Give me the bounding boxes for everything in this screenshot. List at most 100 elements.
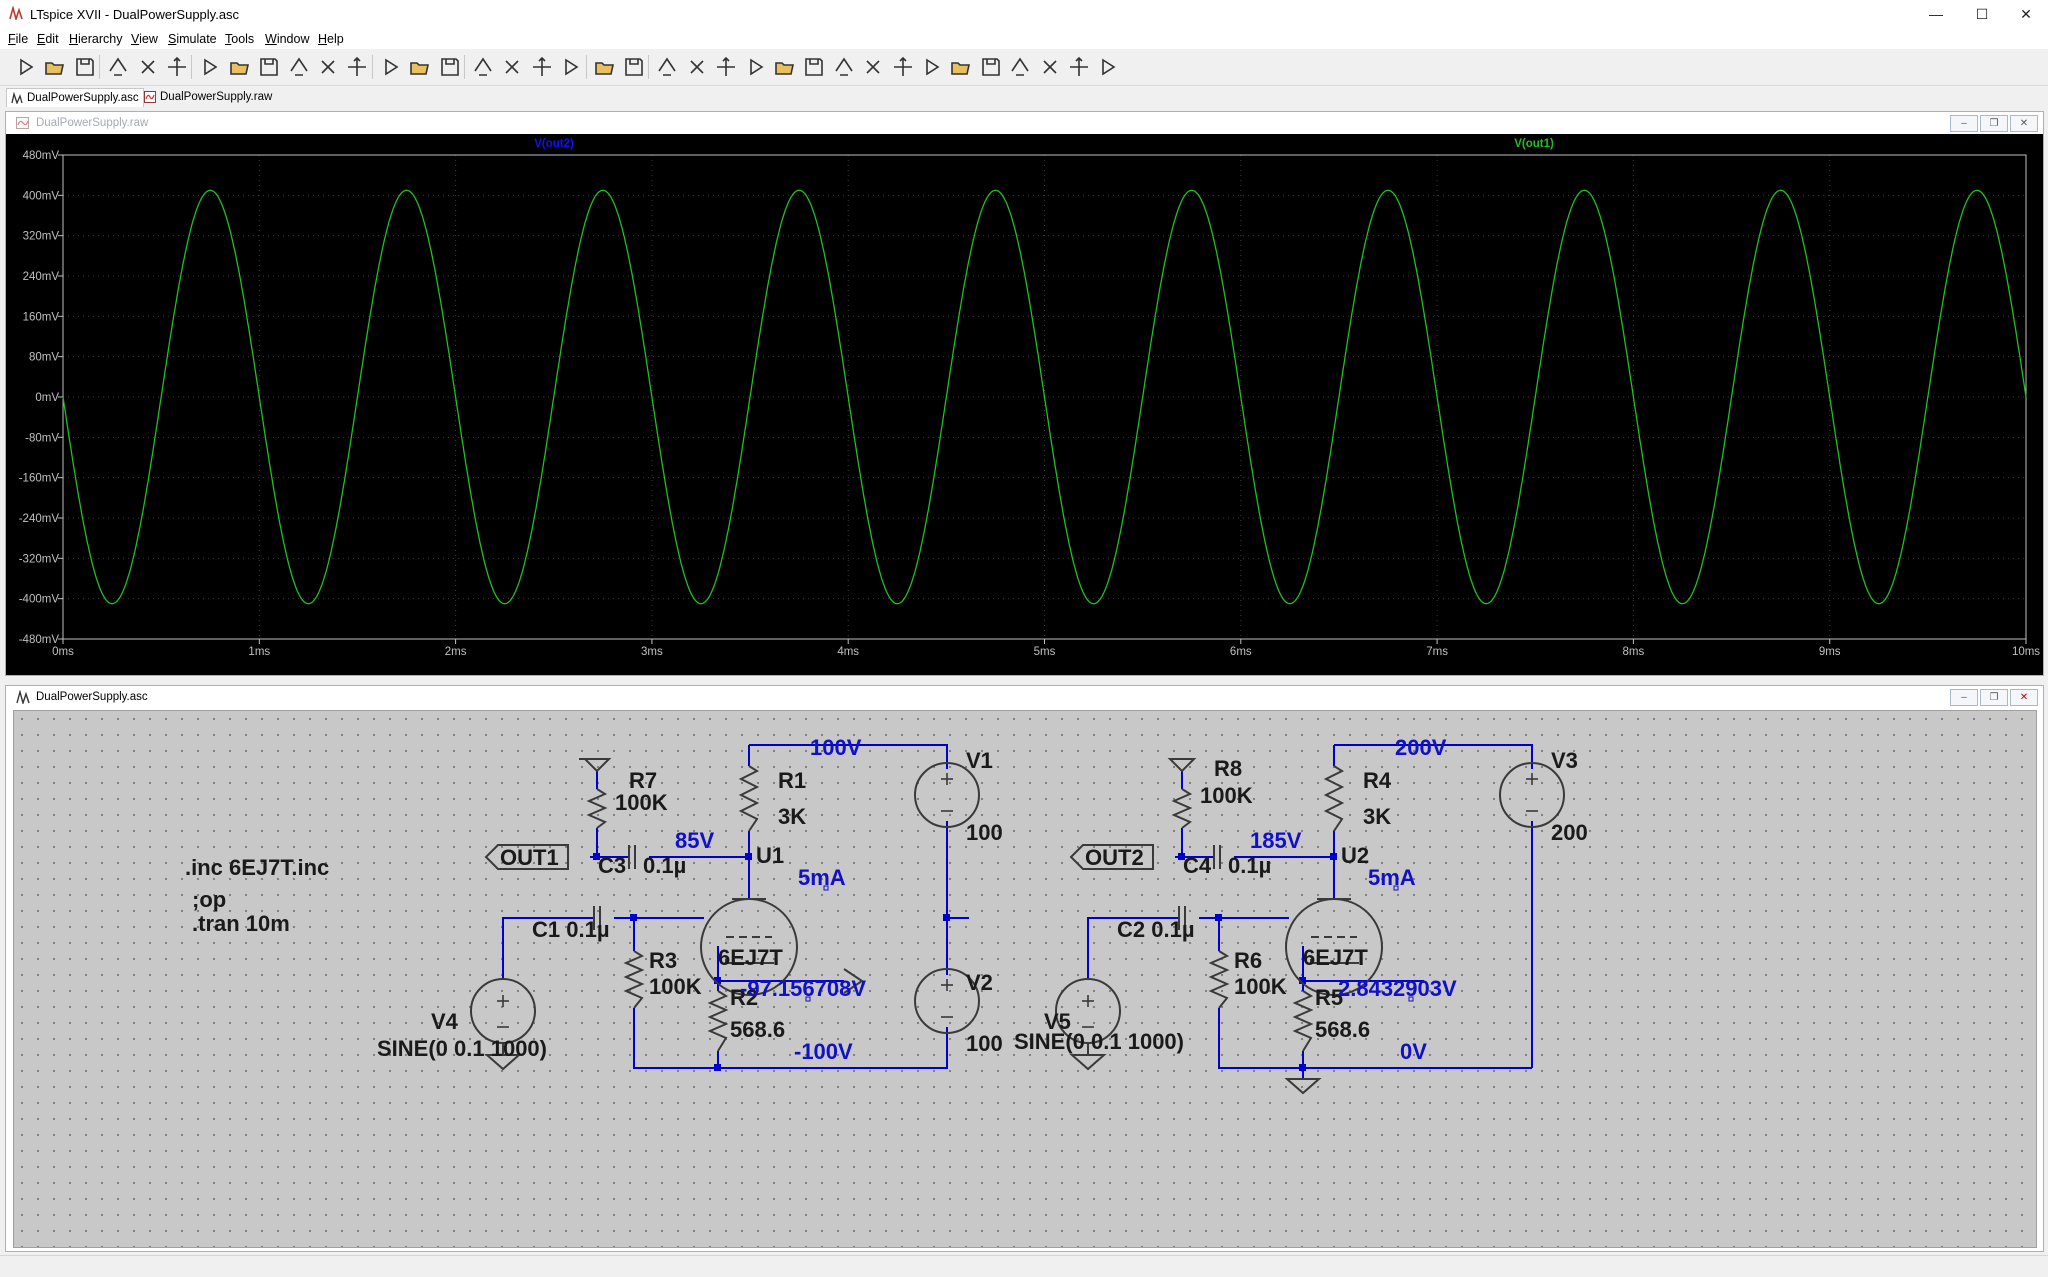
menu-bar: File Edit Hierarchy View Simulate Tools Window… [0,28,2048,49]
autorange-icon[interactable] [316,55,340,79]
x-tick-label: 9ms [1819,646,1841,658]
junctions [593,853,1337,1071]
pane-restore-button[interactable]: ❐ [1980,115,2008,132]
op-value: 0V [1400,1039,1427,1064]
pane-minimize-button[interactable]: – [1950,115,1978,132]
delete-plot-icon[interactable] [345,55,369,79]
pane-restore-button[interactable]: ❐ [1980,689,2008,706]
svg-text:100: 100 [966,1031,1003,1056]
menu-window[interactable]: Window [265,32,310,46]
tab-label: DualPowerSupply.raw [160,91,273,103]
save-icon[interactable] [73,55,97,79]
svg-text:V2: V2 [966,970,993,995]
zoom-box-icon[interactable] [228,55,252,79]
schematic-canvas[interactable]: .inc 6EJ7T.inc ;op .tran 10m R7 100K R1 … [13,710,2037,1248]
pane-close-button[interactable]: ✕ [2010,689,2038,706]
halt-icon[interactable] [136,55,160,79]
print-preview-icon[interactable] [622,55,646,79]
svg-text:R8: R8 [1214,756,1242,781]
inductor-icon[interactable] [802,55,826,79]
cascade-icon[interactable] [408,55,432,79]
resistor-r1 [738,765,760,832]
menu-simulate[interactable]: Simulate [168,32,217,46]
svg-text:V5: V5 [1044,1009,1071,1034]
redo-icon[interactable] [979,55,1003,79]
window-title: LTspice XVII - DualPowerSupply.asc [30,7,240,22]
rotate-icon[interactable] [1008,55,1032,79]
pane-minimize-button[interactable]: – [1950,689,1978,706]
copy-icon[interactable] [500,55,524,79]
trace-label[interactable]: V(out1) [1514,138,1554,150]
component-icon[interactable] [861,55,885,79]
toolbar-separator [648,55,650,79]
menu-hierarchy[interactable]: Hierarchy [69,32,123,46]
ground-icon[interactable] [685,55,709,79]
tile-vertical-icon[interactable] [438,55,462,79]
run-icon[interactable] [14,55,38,79]
zoom-out-icon[interactable] [257,55,281,79]
schematic-window[interactable]: DualPowerSupply.asc – ❐ ✕ [5,685,2044,1252]
cut-icon[interactable] [471,55,495,79]
paste-icon[interactable] [530,55,554,79]
resistor-r7 [586,788,608,829]
wire-icon[interactable] [655,55,679,79]
maximize-button[interactable]: ☐ [1975,5,1989,22]
undo-icon[interactable] [949,55,973,79]
resistor-r3 [623,950,645,1009]
svg-text:3K: 3K [778,804,806,829]
y-tick-label: 240mV [23,271,60,283]
svg-text:V1: V1 [966,748,993,773]
waveform-window-titlebar[interactable]: DualPowerSupply.raw – ❐ ✕ [6,112,2043,134]
menu-tools[interactable]: Tools [225,32,255,46]
tab-schematic[interactable]: DualPowerSupply.asc [6,88,144,107]
x-tick-label: 3ms [641,646,663,658]
svg-text:R3: R3 [649,948,677,973]
tile-horizontal-icon[interactable] [379,55,403,79]
pane-close-button[interactable]: ✕ [2010,115,2038,132]
schematic-drawing[interactable]: .inc 6EJ7T.inc ;op .tran 10m R7 100K R1 … [14,711,2036,1247]
op-value: -97.156708V [740,976,866,1001]
svg-text:V3: V3 [1551,748,1578,773]
text-icon[interactable] [1067,55,1091,79]
label-net-icon[interactable] [714,55,738,79]
zoom-in-icon[interactable] [198,55,222,79]
minimize-button[interactable]: — [1929,6,1943,22]
menu-file[interactable]: File [8,32,29,46]
waveform-file-icon [144,91,156,103]
op-value: 200V [1395,735,1447,760]
print-icon[interactable] [593,55,617,79]
capacitor-icon[interactable] [773,55,797,79]
spice-directive-icon[interactable] [1096,55,1120,79]
tab-waveform[interactable]: DualPowerSupply.raw [140,88,276,106]
y-tick-label: 320mV [23,231,60,243]
op-value: 2.8432903V [1338,976,1457,1001]
resistor-r5 [1292,990,1314,1052]
schematic-window-titlebar[interactable]: DualPowerSupply.asc – ❐ ✕ [6,686,2043,708]
trace-v-out1[interactable] [62,189,2027,605]
diode-icon[interactable] [832,55,856,79]
drag-icon[interactable] [920,55,944,79]
svg-text:100K: 100K [1234,974,1287,999]
x-tick-label: 7ms [1426,646,1448,658]
menu-help[interactable]: Help [318,32,344,46]
svg-text:SINE(0 0.1 1000): SINE(0 0.1 1000) [377,1036,547,1061]
trace-label[interactable]: V(out2) [534,138,574,150]
menu-edit[interactable]: Edit [37,32,59,46]
control-panel-icon[interactable] [106,55,130,79]
y-tick-label: -400mV [19,594,60,606]
mirror-icon[interactable] [1038,55,1062,79]
svg-text:R6: R6 [1234,948,1262,973]
resistor-icon[interactable] [744,55,768,79]
pan-icon[interactable] [165,55,189,79]
find-icon[interactable] [559,55,583,79]
zoom-fit-icon[interactable] [287,55,311,79]
svg-text:R1: R1 [778,768,806,793]
close-button[interactable]: ✕ [2020,5,2032,22]
move-icon[interactable] [891,55,915,79]
menu-view[interactable]: View [131,32,158,46]
op-value: -100V [794,1039,853,1064]
open-icon[interactable] [43,55,67,79]
directive-tran: .tran 10m [192,911,290,936]
